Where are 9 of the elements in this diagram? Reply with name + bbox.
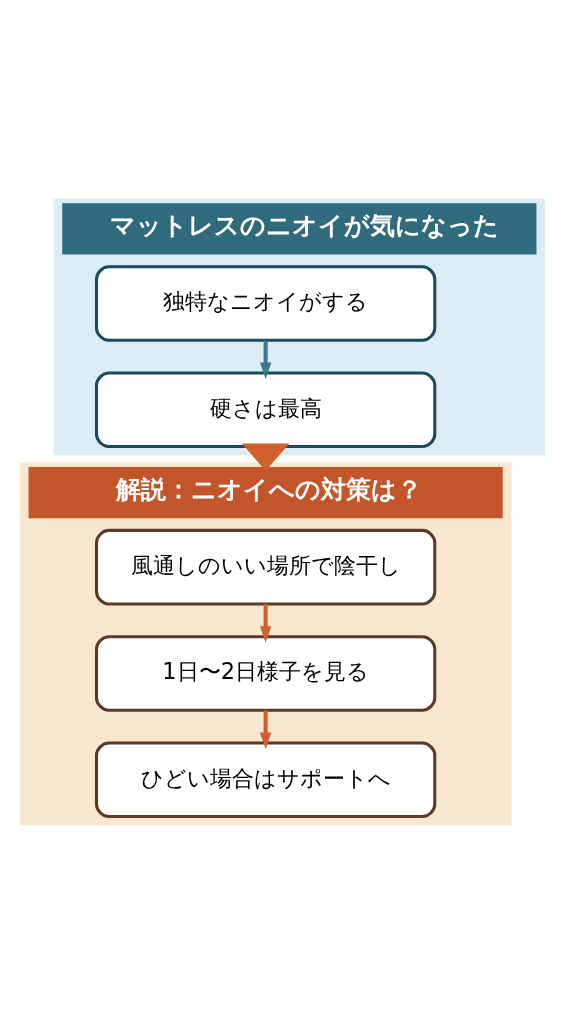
node-box: 独特なニオイがする — [94, 265, 437, 342]
node-box: 風通しのいい場所で陰干し — [94, 528, 437, 606]
node-box: ひどい場合はサポートへ — [94, 741, 437, 819]
arrow — [259, 604, 272, 643]
arrow — [259, 340, 272, 379]
arrow — [241, 443, 290, 471]
node-box: 硬さは最高 — [94, 371, 437, 449]
node-box: 1日〜2日様子を見る — [94, 635, 437, 712]
arrow — [259, 710, 272, 749]
